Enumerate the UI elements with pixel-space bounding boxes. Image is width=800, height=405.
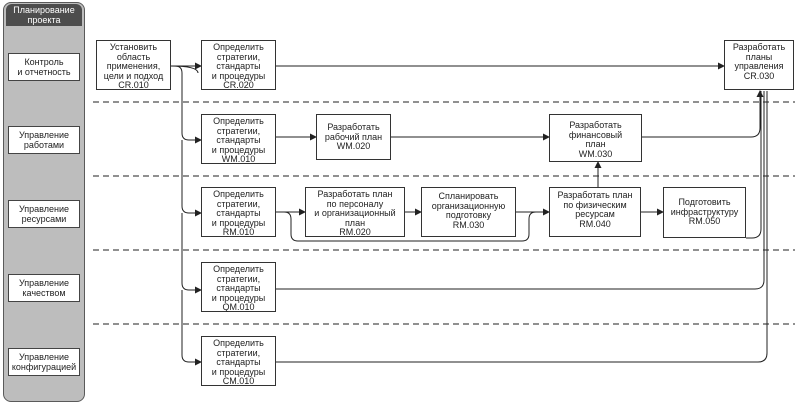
task-cr010: Установить область применения, цели и по… xyxy=(96,40,171,90)
task-wm010: Определить стратегии, стандарты и процед… xyxy=(201,114,276,164)
lane-label-control: Контроль и отчетность xyxy=(8,53,80,81)
task-qm010: Определить стратегии, стандарты и процед… xyxy=(201,262,276,312)
lane-label-configuration: Управление конфигурацией xyxy=(8,348,80,376)
lane-dividers xyxy=(93,101,795,325)
arrow-wm030-cr030 xyxy=(642,90,764,138)
task-rm020: Разработать план по персоналу и организа… xyxy=(305,187,405,237)
arrow-cr010-cm010 xyxy=(181,290,202,366)
task-rm050: Подготовить инфраструктуру RM.050 xyxy=(663,187,746,238)
task-rm040: Разработать план по физическим ресурсам … xyxy=(549,187,641,237)
task-cr020: Определить стратегии, стандарты и процед… xyxy=(201,40,276,90)
arrow-cr010-qm010 xyxy=(181,213,202,294)
task-cr030: Разработать планы управления CR.030 xyxy=(724,40,794,90)
arrow-cr010-rm010 xyxy=(181,140,202,217)
arrow-cm010-cr030 xyxy=(276,91,768,363)
arrow-cr010-wm010 xyxy=(174,65,202,144)
lane-label-resources: Управление ресурсами xyxy=(8,200,80,228)
lane-label-quality: Управление качеством xyxy=(8,274,80,302)
swimlane-header: Планирование проекта xyxy=(6,4,82,26)
connector-bypass xyxy=(283,211,537,242)
task-cm010: Определить стратегии, стандарты и процед… xyxy=(201,336,276,386)
task-wm030: Разработать финансовый план WM.030 xyxy=(549,114,642,162)
task-rm030: Спланировать организационную подготовку … xyxy=(421,187,516,237)
task-rm010: Определить стратегии, стандарты и процед… xyxy=(201,187,276,237)
connector-curve xyxy=(169,65,199,74)
task-wm020: Разработать рабочий план WM.020 xyxy=(316,114,391,160)
lane-label-work: Управление работами xyxy=(8,126,80,154)
arrow-rm050-cr030 xyxy=(746,91,762,239)
arrow-qm010-cr030 xyxy=(276,91,765,290)
